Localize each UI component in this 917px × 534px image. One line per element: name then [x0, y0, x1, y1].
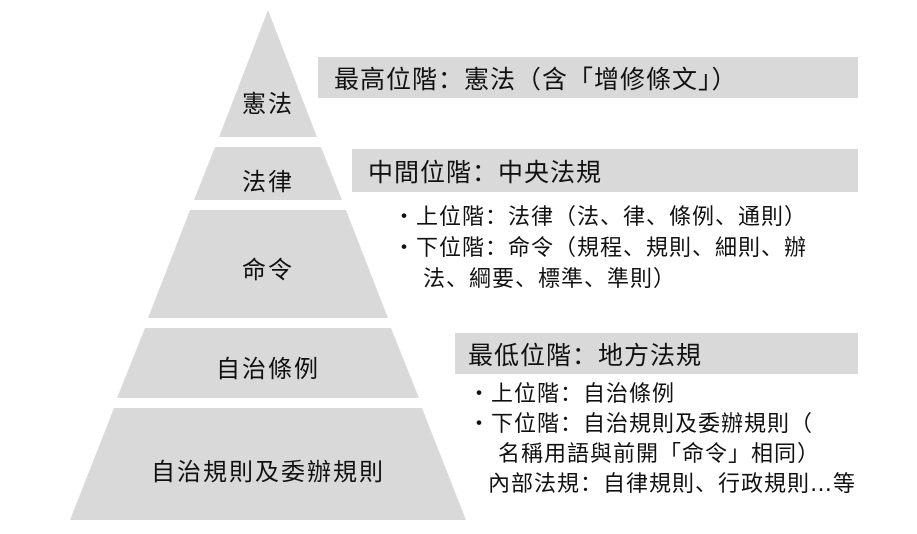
pyramid-level-4-ordinances — [117, 328, 419, 398]
banner-lowest-tier-title: 最低位階：地方法規 — [468, 340, 703, 370]
local-note-lower-tier: ・下位階：自治規則及委辦規則（ — [468, 412, 814, 437]
banner-middle-tier: 中間位階：中央法規 — [352, 149, 858, 192]
local-note-lower-tier-continued: 名稱用語與前開「命令」相同） — [498, 442, 821, 467]
pyramid-level-2-laws — [194, 147, 342, 200]
pyramid-label-laws: 法律 — [242, 168, 294, 196]
pyramid-level-5-rules — [70, 408, 466, 520]
local-note-internal-rules: 內部法規：自律規則、行政規則…等 — [488, 472, 857, 497]
banner-highest-tier: 最高位階：憲法（含「增修條文」） — [318, 57, 858, 98]
local-law-notes: ・上位階：自治條例 ・下位階：自治規則及委辦規則（ 名稱用語與前開「命令」相同）… — [468, 380, 868, 500]
banner-lowest-tier: 最低位階：地方法規 — [455, 333, 858, 374]
central-note-upper-tier: ・上位階：法律（法、律、條例、通則） — [393, 205, 808, 230]
central-law-notes: ・上位階：法律（法、律、條例、通則） ・下位階：命令（規程、規則、細則、辦 法、… — [393, 202, 868, 295]
central-note-lower-tier: ・下位階：命令（規程、規則、細則、辦 — [393, 236, 808, 261]
banner-highest-tier-title: 最高位階：憲法（含「增修條文」） — [334, 64, 738, 94]
pyramid-level-3-orders — [148, 210, 388, 318]
local-note-upper-tier: ・上位階：自治條例 — [468, 382, 676, 407]
pyramid-label-ordinances: 自治條例 — [216, 355, 320, 383]
pyramid-label-rules: 自治規則及委辦規則 — [151, 458, 385, 486]
pyramid-label-constitution: 憲法 — [242, 90, 294, 118]
banner-middle-tier-title: 中間位階：中央法規 — [368, 157, 603, 187]
central-note-lower-tier-continued: 法、綱要、標準、準則） — [423, 267, 677, 292]
pyramid-label-orders: 命令 — [242, 256, 294, 284]
pyramid-level-1-constitution — [219, 10, 317, 137]
